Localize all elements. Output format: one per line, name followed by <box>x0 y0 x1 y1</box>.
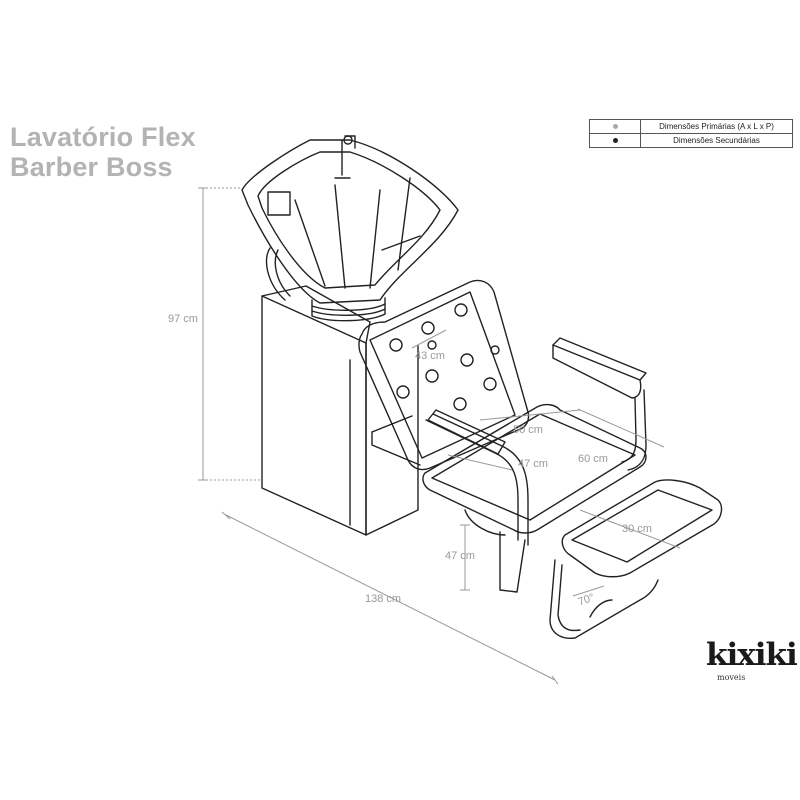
legend-row-primary: Dimensões Primárias (A x L x P) <box>589 119 793 134</box>
legend-row-secondary: Dimensões Secundárias <box>589 133 793 148</box>
right-armrest <box>552 337 647 471</box>
left-armrest <box>425 409 529 593</box>
product-title-line1: Lavatório Flex <box>10 122 196 152</box>
cabinet <box>261 285 419 536</box>
dim-seat-depth: 50 cm <box>513 424 543 436</box>
dim-backrest: 43 cm <box>415 350 445 362</box>
primary-dot-icon <box>612 124 618 129</box>
secondary-dot-icon <box>612 138 618 143</box>
dim-height-total: 97 cm <box>168 313 198 325</box>
brand-tagline: moveis <box>717 673 746 682</box>
dim-seat-length: 60 cm <box>578 453 608 465</box>
product-title-line2: Barber Boss <box>10 152 173 182</box>
dim-length-total: 138 cm <box>365 593 402 605</box>
dim-footrest: 30 cm <box>622 523 652 535</box>
wash-basin <box>241 135 459 322</box>
dimension-lines <box>198 187 681 685</box>
legend-label-secondary: Dimensões Secundárias <box>640 133 793 148</box>
brand-logo: kixiki <box>706 637 798 673</box>
legend-label-primary: Dimensões Primárias (A x L x P) <box>640 119 793 134</box>
footrest <box>549 479 723 639</box>
dim-seat-height: 47 cm <box>445 550 475 562</box>
seat <box>371 403 647 534</box>
dim-seat-width: 47 cm <box>518 458 548 470</box>
dimension-legend: Dimensões Primárias (A x L x P) Dimensõe… <box>589 119 793 148</box>
